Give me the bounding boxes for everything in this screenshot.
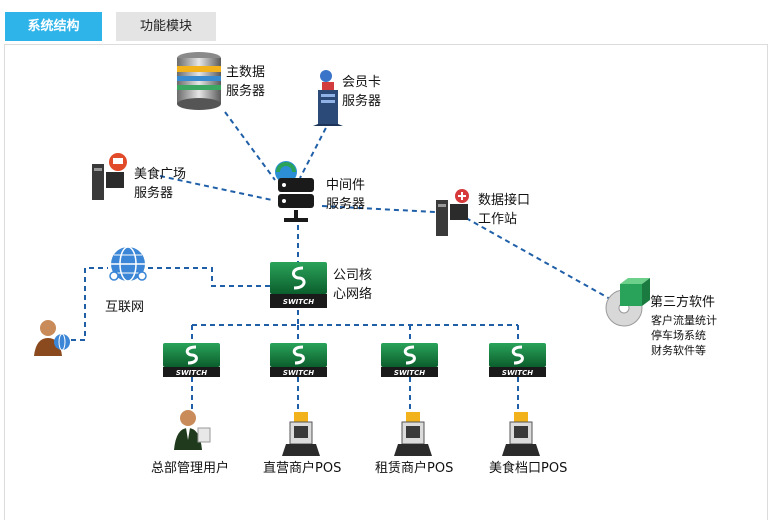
member-card-label-2: 服务器 (342, 93, 381, 109)
access-switch-1-icon: SWITCH (163, 343, 220, 377)
connection-lines (62, 111, 613, 412)
link-foodplaza-middleware (159, 175, 273, 201)
middleware-label-2: 服务器 (326, 196, 365, 212)
food-plaza-server-icon (92, 153, 127, 200)
third-party-item-1: 客户流量统计 (651, 313, 717, 327)
food-pos-label: 美食档口POS (489, 460, 567, 476)
member-card-server-icon (313, 70, 343, 126)
diagram-panel (4, 44, 768, 520)
data-interface-workstation-icon (436, 189, 469, 236)
data-interface-label-2: 工作站 (478, 212, 517, 227)
food-pos-terminal-icon (502, 412, 540, 456)
third-party-software-icon (605, 278, 650, 327)
food-plaza-label-1: 美食广场 (134, 166, 186, 182)
core-network-label-2: 心网络 (333, 286, 372, 302)
third-party-item-2: 停车场系统 (651, 328, 706, 342)
tab-system-structure[interactable]: 系统结构 (5, 12, 102, 41)
core-network-label-1: 公司核 (333, 268, 372, 283)
member-card-label-1: 会员卡 (342, 75, 381, 90)
direct-pos-terminal-icon (282, 412, 320, 456)
remote-user-icon (34, 320, 70, 356)
hq-user-label: 总部管理用户 (151, 460, 229, 476)
third-party-title: 第三方软件 (650, 294, 715, 310)
middleware-server-icon (275, 161, 314, 222)
link-middleware-datainterface (321, 205, 436, 213)
tab-bar: 系统结构 功能模块 (0, 0, 776, 44)
main-db-label-2: 服务器 (226, 83, 265, 99)
link-user-internet (62, 267, 108, 341)
data-interface-label-1: 数据接口 (478, 192, 530, 208)
link-maindb-middleware (224, 111, 276, 181)
access-switch-4-icon: SWITCH (489, 343, 546, 377)
third-party-item-3: 财务软件等 (651, 343, 706, 357)
database-icon (177, 52, 221, 110)
access-switch-3-icon: SWITCH (381, 343, 438, 377)
internet-globe-icon (109, 246, 147, 282)
access-switch-1-label: SWITCH (176, 369, 207, 377)
link-internet-core (148, 267, 270, 287)
direct-pos-label: 直营商户POS (263, 460, 341, 476)
tab-function-modules[interactable]: 功能模块 (116, 12, 216, 41)
access-switch-4-label: SWITCH (502, 369, 533, 377)
core-switch-icon: SWITCH (270, 262, 327, 308)
internet-label: 互联网 (105, 300, 144, 315)
link-datainterface-thirdparty (465, 217, 613, 301)
middleware-label-1: 中间件 (326, 178, 365, 193)
hq-user-icon (174, 410, 211, 450)
lease-pos-terminal-icon (394, 412, 432, 456)
access-switch-3-label: SWITCH (394, 369, 425, 377)
lease-pos-label: 租赁商户POS (375, 460, 453, 476)
access-switch-2-icon: SWITCH (270, 343, 327, 377)
link-membercard-middleware (299, 119, 331, 179)
access-switch-2-label: SWITCH (283, 369, 314, 377)
food-plaza-label-2: 服务器 (134, 185, 173, 201)
main-db-label-1: 主数据 (226, 65, 265, 80)
core-switch-label: SWITCH (283, 298, 314, 306)
